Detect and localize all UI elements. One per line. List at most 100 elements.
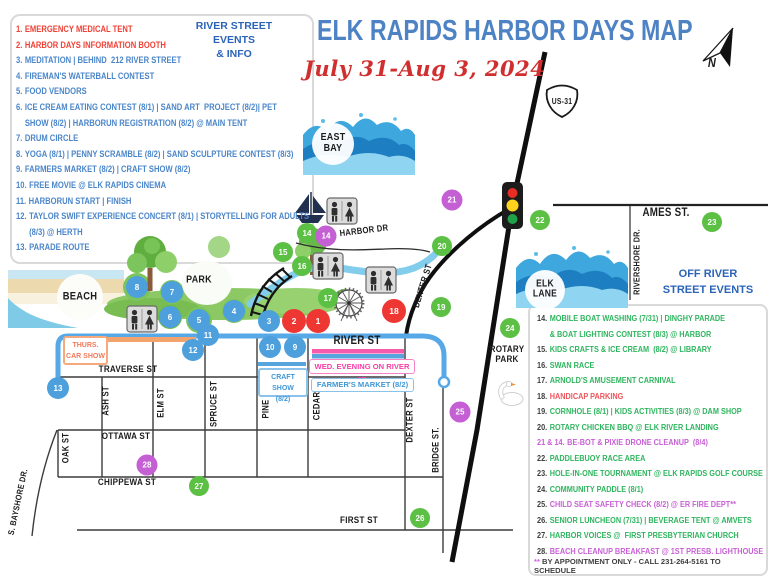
map-marker-4-blue: 4: [223, 300, 245, 322]
map-marker-20-green: 20: [432, 236, 452, 256]
map-label-us-31: US-31: [551, 96, 573, 106]
legend-item-text: ICE CREAM EATING CONTEST (8/1) | SAND AR…: [24, 101, 277, 128]
map-marker-11-blue: 11: [197, 324, 219, 346]
map-label-ames-st-: AMES ST.: [642, 207, 690, 220]
compass-north-icon: [702, 27, 734, 67]
legend-item-number: 13.: [16, 242, 27, 253]
legend-item-text: FOOD VENDORS: [24, 86, 87, 97]
legend-item-number: 3.: [16, 55, 23, 66]
legend-left-box: [10, 14, 314, 264]
legend-right-item-28: 28.BEACH CLEANUP BREAKFAST @ 1ST PRESB. …: [537, 544, 763, 560]
legend-right-box: [528, 304, 768, 576]
legend-left-item-3: 3.MEDITATION | BEHIND 212 RIVER STREET: [16, 53, 313, 69]
legend-item-text: HANDICAP PARKING: [549, 390, 624, 401]
map-label-ottawa-st: OTTAWA ST: [101, 431, 151, 443]
legend-left-header: RIVER STREET EVENTS & INFO: [178, 19, 290, 61]
car-show-bar: [108, 337, 196, 342]
legend-right-item-15: 15.KIDS CRAFTS & ICE CREAM (8/2) @ LIBRA…: [537, 342, 763, 358]
legend-item-text: HARBORUN START | FINISH: [28, 195, 132, 206]
legend-item-number: 27.: [537, 530, 548, 540]
legend-item-number: 16.: [537, 359, 548, 370]
map-marker-15-green: 15: [273, 242, 293, 262]
map-marker-16-green: 16: [292, 256, 312, 276]
map-marker-28-mag: 28: [136, 454, 158, 476]
map-label-rotary-park: ROTARY PARK: [489, 344, 525, 365]
legend-item-number: 10.: [16, 179, 27, 190]
legend-item-number: 15.: [537, 344, 548, 354]
legend-left-item-1: 1.EMERGENCY MEDICAL TENT: [16, 22, 313, 38]
us31-road: [449, 51, 548, 563]
legend-left-item-12: 12.TAYLOR SWIFT EXPERIENCE CONCERT (8/1)…: [16, 209, 313, 240]
legend-item-text: FARMERS MARKET (8/2) | CRAFT SHOW (8/2): [24, 164, 191, 175]
legend-item-text: SWAN RACE: [549, 359, 595, 370]
legend-item-number: 14.: [537, 313, 548, 323]
legend-item-number: 6.: [16, 101, 23, 112]
legend-item-text: MOBILE BOAT WASHING (7/31) | DINGHY PARA…: [549, 313, 726, 339]
legend-left-item-10: 10.FREE MOVIE @ ELK RAPIDS CINEMA: [16, 178, 313, 194]
legend-right-header: OFF RIVER STREET EVENTS: [652, 266, 764, 298]
legend-item-text: CORNHOLE (8/1) | KIDS ACTIVITIES (8/3) @…: [549, 406, 742, 416]
legend-right-item-27: 27.HARBOR VOICES @ FIRST PRESBYTERIAN CH…: [537, 528, 763, 544]
legend-item-text: COMMUNITY PADDLE (8/1): [549, 483, 644, 494]
legend-footnote: ** BY APPOINTMENT ONLY - CALL 231-264-51…: [534, 557, 764, 575]
legend-item-number: 8.: [16, 148, 23, 159]
map-marker-12-blue: 12: [182, 339, 204, 361]
legend-item-number: 4.: [16, 70, 23, 81]
legend-item-number: 19.: [537, 406, 548, 416]
legend-item-text: ARNOLD'S AMUSEMENT CARNIVAL: [549, 375, 676, 385]
map-marker-13-blue: 13: [47, 377, 69, 399]
legend-right-item-18: 18.HANDICAP PARKING: [537, 389, 763, 405]
legend-item-text: PADDLEBUOY RACE AREA: [549, 452, 646, 463]
legend-item-text: HARBOR DAYS INFORMATION BOOTH: [24, 39, 166, 50]
map-marker-25-mag: 25: [449, 401, 471, 423]
legend-right-item-23: 23.HOLE-IN-ONE TOURNAMENT @ ELK RAPIDS G…: [537, 466, 763, 482]
legend-item-text: ROTARY CHICKEN BBQ @ ELK RIVER LANDING: [549, 421, 719, 432]
legend-left-header-line1: RIVER STREET EVENTS: [195, 20, 273, 46]
footnote-text: BY APPOINTMENT ONLY - CALL 231-264-5161 …: [534, 557, 721, 575]
beach-area: [8, 270, 124, 328]
legend-left-item-13: 13.PARADE ROUTE: [16, 240, 313, 256]
bayshore-curve: [31, 429, 58, 537]
legend-left-header-line2: & INFO: [216, 48, 252, 60]
map-marker-27-green: 27: [189, 476, 209, 496]
map-marker-26-green: 26: [410, 508, 430, 528]
map-marker-2-red: 2: [282, 309, 306, 333]
legend-item-text: SENIOR LUNCHEON (7/31) | BEVERAGE TENT @…: [549, 514, 752, 525]
east-bay-water: [303, 113, 415, 175]
thursday-car-show-box: THURS. CAR SHOW: [63, 336, 108, 365]
legend-item-text: HARBOR VOICES @ FIRST PRESBYTERIAN CHURC…: [549, 530, 739, 540]
legend-item-text: KIDS CRAFTS & ICE CREAM (8/2) @ LIBRARY: [549, 344, 712, 354]
map-label-n: N: [707, 55, 717, 71]
legend-item-text: MEDITATION | BEHIND 212 RIVER STREET: [24, 55, 182, 66]
street-grid: [57, 336, 513, 553]
legend-right-item-25: 25.CHILD SEAT SAFETY CHECK (8/2) @ ER FI…: [537, 497, 763, 513]
us31-shield-icon: [545, 84, 579, 118]
legend-right-item-26: 26.SENIOR LUNCHEON (7/31) | BEVERAGE TEN…: [537, 513, 763, 529]
map-marker-22-green: 22: [530, 210, 550, 230]
map-marker-14-mag: 14: [315, 225, 337, 247]
legend-item-number: 21 & 14.: [537, 437, 565, 447]
map-label-traverse-st: TRAVERSE ST: [98, 364, 158, 376]
legend-item-number: 28.: [537, 545, 548, 556]
legend-left-item-8: 8.YOGA (8/1) | PENNY SCRAMBLE (8/2) | SA…: [16, 147, 313, 163]
legend-right-item-19: 19.CORNHOLE (8/1) | KIDS ACTIVITIES (8/3…: [537, 404, 763, 420]
wed-evening-bar: [312, 349, 404, 354]
legend-item-text: FIREMAN'S WATERBALL CONTEST: [24, 70, 155, 81]
event-dates: July 31-Aug 3, 2024: [304, 56, 546, 81]
map-marker-21-mag: 21: [441, 189, 463, 211]
map-marker-19-green: 19: [431, 297, 451, 317]
map-label-east-bay: EAST BAY: [320, 131, 346, 154]
dexter-curve-road: [404, 206, 512, 337]
map-label-elk-lane: ELK LANE: [532, 278, 558, 300]
legend-item-number: 9.: [16, 164, 23, 175]
map-marker-23-green: 23: [702, 212, 722, 232]
legend-right-header-line2: STREET EVENTS: [662, 284, 754, 296]
craft-show-bar: [258, 362, 306, 366]
map-marker-8-blue: 8: [126, 276, 148, 298]
legend-item-number: 20.: [537, 421, 548, 432]
legend-item-number: 1.: [16, 24, 23, 34]
legend-item-number: 25.: [537, 499, 548, 509]
map-marker-10-blue: 10: [259, 336, 281, 358]
legend-item-text: BE-BOT & PIXIE DRONE CLEANUP (8/4): [567, 437, 708, 447]
